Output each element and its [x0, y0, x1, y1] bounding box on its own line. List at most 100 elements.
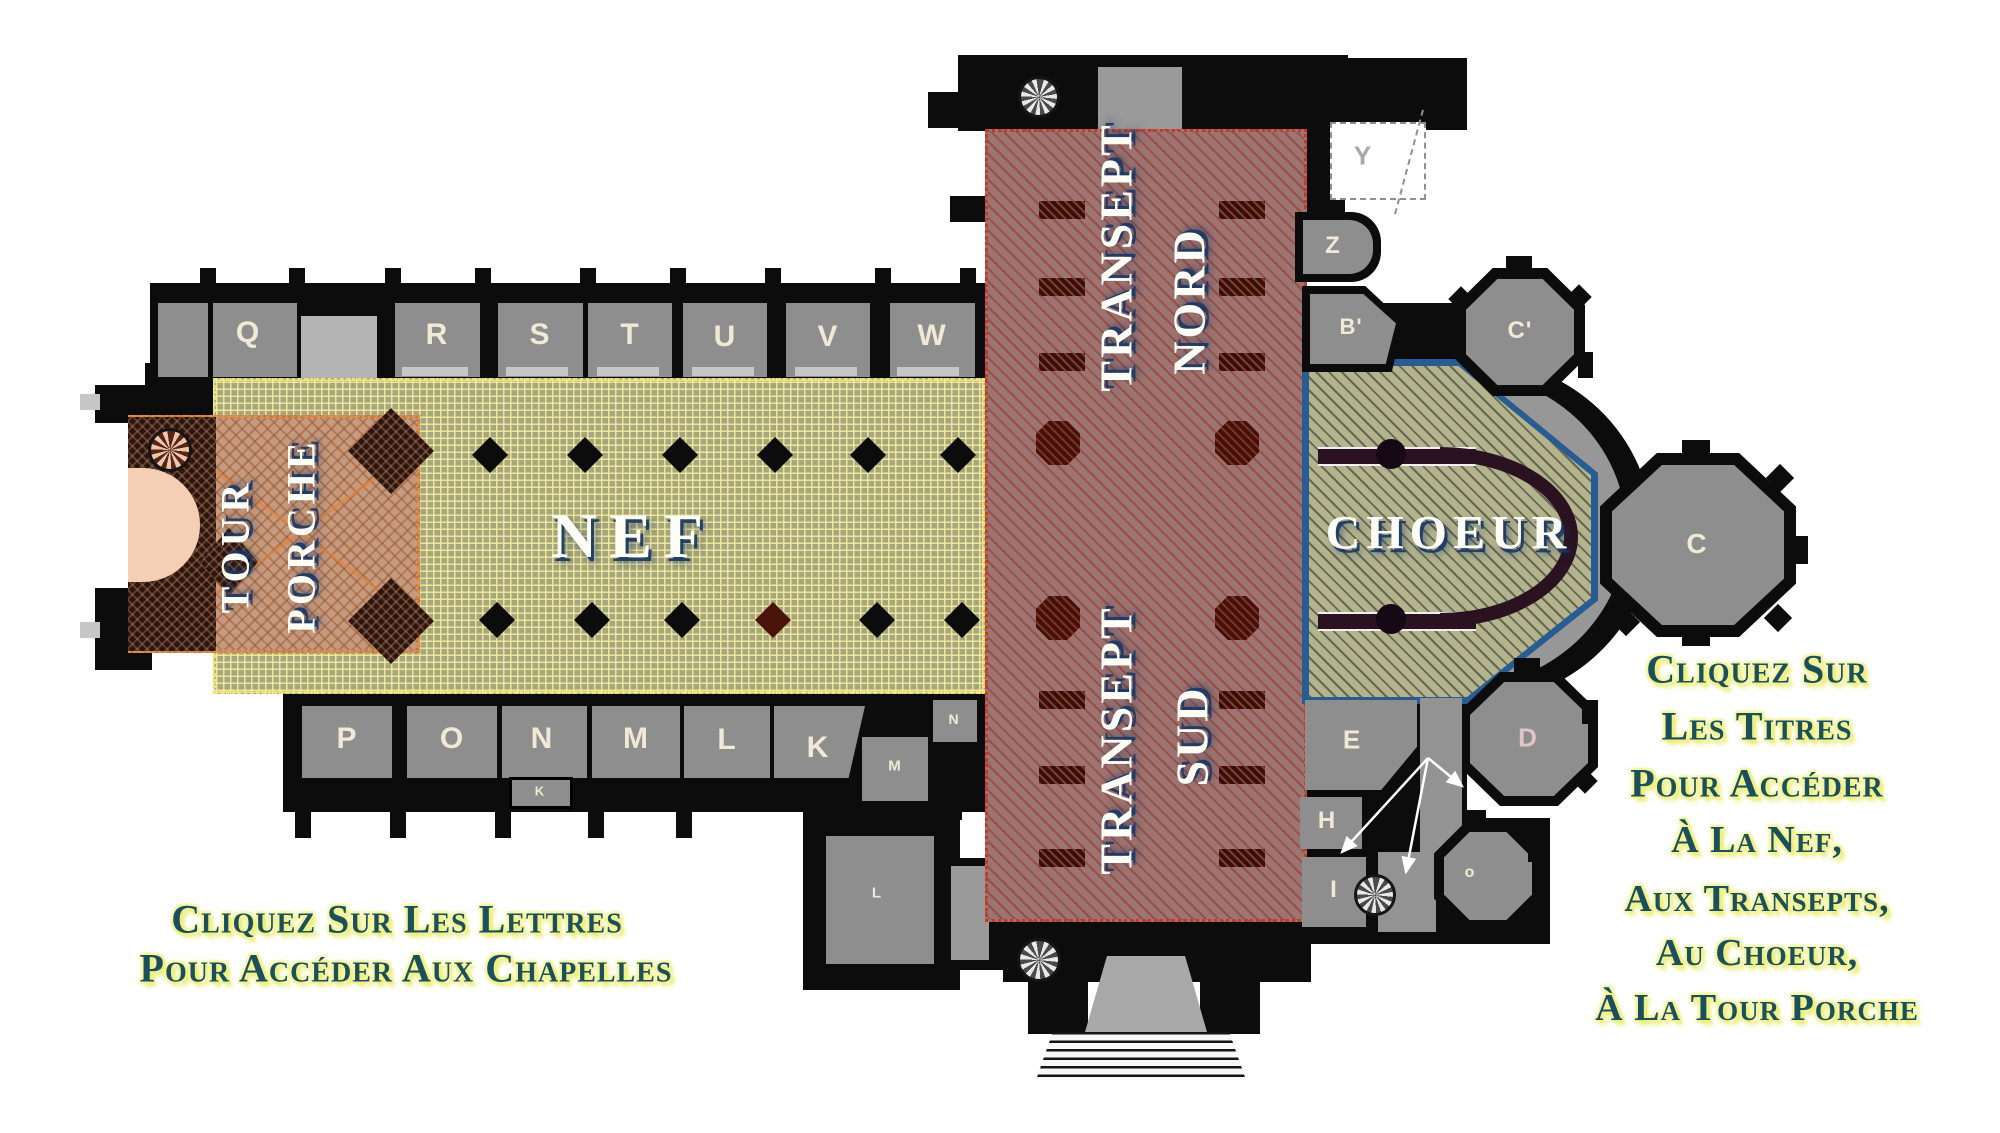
chapel-letter-h[interactable]: H	[1317, 807, 1337, 834]
transept-pier	[1219, 766, 1265, 784]
sacristy-y-outline[interactable]	[1330, 122, 1426, 200]
transept-pier	[1219, 201, 1265, 219]
crossing-pier	[1215, 596, 1259, 640]
buttress	[1792, 536, 1808, 564]
chapel-room-p[interactable]	[302, 706, 392, 778]
label-transept-nord-2[interactable]: NORD	[1163, 227, 1215, 375]
annex-room-l[interactable]	[826, 836, 934, 964]
passage-arrows	[1340, 757, 1464, 875]
label-transept-sud-2[interactable]: SUD	[1166, 685, 1218, 787]
chapel-letter-k[interactable]: K	[806, 731, 830, 764]
chapel-room-o[interactable]	[407, 706, 497, 778]
chapel-letter-s[interactable]: S	[529, 318, 551, 351]
wall-ne-corner	[1305, 58, 1467, 130]
chapel-letter-n[interactable]: N	[530, 722, 554, 755]
chapel-sill	[506, 367, 568, 376]
transept-pier	[1039, 766, 1085, 784]
transept-pier	[1219, 278, 1265, 296]
chapel-room-k[interactable]	[774, 706, 865, 778]
transept-pier	[1039, 849, 1085, 867]
buttress	[289, 268, 305, 298]
transept-pier	[1219, 691, 1265, 709]
annex-letter-k[interactable]: K	[534, 783, 546, 799]
instruction-titles-line6: Au Choeur,	[1655, 932, 1859, 974]
chapel-room-r[interactable]	[395, 303, 480, 377]
room-o[interactable]	[1444, 832, 1532, 920]
chapel-letter-v[interactable]: V	[817, 320, 839, 353]
transept-north-door	[1098, 67, 1182, 129]
chapel-letter-d[interactable]: D	[1518, 722, 1538, 753]
instruction-letters-line2: Pour Accéder Aux Chapelles	[139, 945, 673, 991]
spiral-stair-icon	[1354, 874, 1396, 916]
annex-letter-l[interactable]: L	[871, 884, 883, 902]
chapel-letter-m[interactable]: M	[623, 722, 649, 755]
chapel-sill	[597, 367, 659, 376]
chapel-letter-cprime[interactable]: C'	[1507, 317, 1533, 344]
buttress	[1466, 810, 1486, 823]
chapel-letter-o[interactable]: O	[439, 722, 465, 755]
chapel-letter-bprime[interactable]: B'	[1339, 314, 1363, 339]
annex-room-k[interactable]	[509, 777, 573, 809]
south-porch-pier	[1200, 958, 1260, 1034]
instruction-letters-line1: Cliquez Sur Les Lettres	[171, 896, 623, 942]
chapel-letter-w[interactable]: W	[917, 319, 947, 352]
chapel-letter-q[interactable]: Q	[235, 316, 261, 349]
chapel-room-v[interactable]	[786, 303, 870, 377]
chapel-room-cprime[interactable]	[1466, 279, 1574, 385]
instruction-titles-line7: À La Tour Porche	[1595, 987, 1919, 1029]
chapel-room-l[interactable]	[684, 706, 770, 778]
transept-pier	[1039, 353, 1085, 371]
chapel-room-w[interactable]	[890, 303, 975, 377]
transept-pier	[1039, 278, 1085, 296]
buttress	[1582, 700, 1598, 724]
label-transept-nord-1[interactable]: TRANSEPT	[1090, 122, 1142, 392]
chapel-letter-i[interactable]: I	[1330, 876, 1338, 903]
buttress	[200, 268, 216, 298]
region-transept[interactable]	[985, 129, 1307, 922]
annex-room-n[interactable]	[933, 700, 977, 742]
buttress	[1528, 842, 1541, 862]
crossing-pier	[1215, 421, 1259, 465]
choir-pier	[1376, 439, 1406, 469]
instruction-titles-line1: Cliquez Sur	[1646, 646, 1868, 692]
buttress	[295, 808, 311, 838]
chapel-room-m[interactable]	[592, 706, 680, 778]
buttress	[950, 196, 986, 222]
chapel-letter-e[interactable]: E	[1342, 724, 1362, 755]
annex-letter-n[interactable]: N	[948, 711, 960, 727]
chapel-sill	[795, 367, 857, 376]
annex-room-m[interactable]	[862, 737, 928, 801]
chapel-room-c[interactable]	[1612, 465, 1784, 625]
label-transept-sud-1[interactable]: TRANSEPT	[1090, 605, 1142, 875]
chapel-letter-u[interactable]: U	[713, 320, 737, 353]
buttress	[875, 268, 891, 298]
chapel-letter-t[interactable]: T	[620, 318, 640, 351]
annex-letter-m[interactable]: M	[888, 757, 902, 775]
chapel-room-s[interactable]	[498, 303, 583, 377]
chapel-letter-r[interactable]: R	[425, 318, 449, 351]
chapel-letter-y[interactable]: Y	[1353, 140, 1373, 171]
annex-letter-o[interactable]: o	[1464, 864, 1476, 881]
chapel-room-t[interactable]	[588, 303, 672, 377]
spiral-stair-icon	[148, 428, 192, 472]
chapel-room-z[interactable]	[1303, 220, 1373, 274]
spiral-stair-icon	[1017, 938, 1061, 982]
label-choeur[interactable]: CHOEUR	[1325, 506, 1573, 560]
chapel-room-u[interactable]	[683, 303, 767, 377]
buttress	[580, 268, 596, 298]
buttress	[1578, 352, 1593, 378]
chapel-room-q[interactable]	[213, 303, 297, 377]
south-entrance-steps	[1036, 1032, 1246, 1080]
chapel-letter-l[interactable]: L	[717, 723, 737, 756]
instruction-titles-line4: À La Nef,	[1671, 819, 1843, 861]
label-porche[interactable]: PORCHE	[278, 438, 324, 634]
chapel-room-n[interactable]	[502, 706, 587, 778]
label-nef[interactable]: NEF	[551, 500, 715, 571]
chapel-room-d[interactable]	[1470, 682, 1588, 796]
chapel-letter-z[interactable]: Z	[1325, 232, 1341, 259]
label-tour[interactable]: TOUR	[212, 478, 258, 614]
buttress	[475, 268, 491, 298]
chapel-letter-p[interactable]: P	[336, 722, 358, 755]
chapel-letter-c[interactable]: C	[1686, 528, 1708, 559]
